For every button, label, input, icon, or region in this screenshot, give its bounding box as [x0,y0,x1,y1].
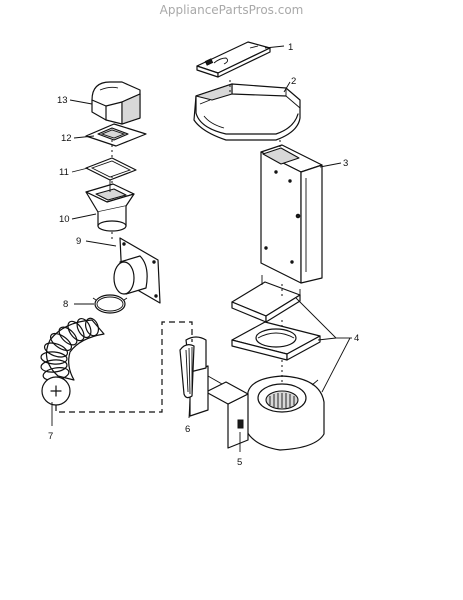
callout-leaders [51,45,352,452]
part-2-transition-duct[interactable] [193,83,301,141]
part-8-clamp-ring[interactable] [92,294,128,314]
watermark: AppliancePartsPros.com [159,3,304,17]
callout-12[interactable]: 12 [61,133,72,144]
callout-13[interactable]: 13 [57,95,68,106]
part-7-flex-hose[interactable] [40,316,105,406]
callout-8[interactable]: 8 [63,299,68,310]
callout-6[interactable]: 6 [185,424,190,435]
callout-11[interactable]: 11 [59,167,69,178]
callout-7[interactable]: 7 [48,431,53,442]
part-10-adapter[interactable] [85,180,135,232]
part-1-top-plate[interactable] [196,41,271,78]
callout-9[interactable]: 9 [76,236,81,247]
callout-3[interactable]: 3 [343,158,348,169]
callout-10[interactable]: 10 [59,214,70,225]
part-12-plate[interactable] [85,123,147,147]
part-3-housing[interactable] [260,144,323,284]
callout-5[interactable]: 5 [237,457,242,468]
part-11-gasket[interactable] [85,157,137,181]
assembly-path-lines [55,80,283,413]
callout-4[interactable]: 4 [354,333,359,344]
part-9-collar-flange[interactable] [113,237,161,304]
part-4-filter-frames[interactable] [231,275,321,361]
callout-2[interactable]: 2 [291,76,296,87]
part-6-damper[interactable] [179,336,223,417]
callout-labels: 1 2 3 4 5 6 7 8 9 10 11 12 13 [48,42,359,468]
part-5-blower[interactable] [205,375,325,451]
part-13-elbow[interactable] [91,81,141,125]
callout-1[interactable]: 1 [288,42,293,53]
